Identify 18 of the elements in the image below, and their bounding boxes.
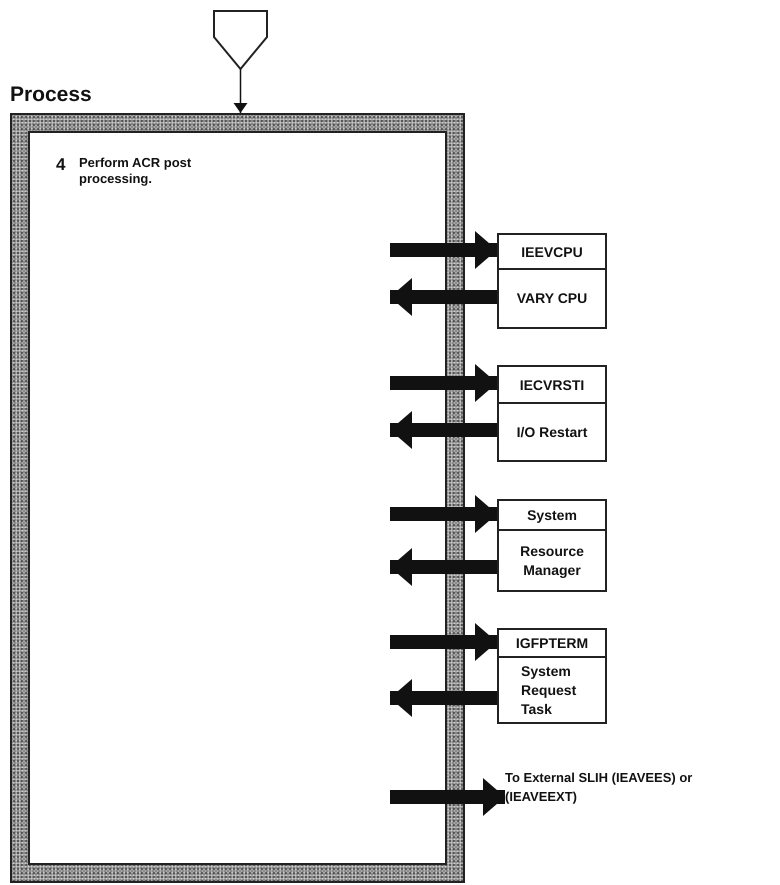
- thick-arrow: [390, 495, 497, 533]
- module-box: IGFPTERM System Request Task: [497, 628, 607, 724]
- thick-arrow: [390, 411, 497, 449]
- step-text: Perform ACR post processing.: [79, 155, 192, 187]
- destination-note: To External SLIH (IEAVEES) or (IEAVEEXT): [505, 768, 765, 806]
- thick-arrow: [390, 679, 497, 717]
- thick-arrow: [390, 231, 497, 269]
- arrow: [234, 69, 248, 113]
- thick-arrow: [390, 623, 497, 661]
- thick-arrow: [390, 778, 505, 816]
- step-number: 4: [56, 155, 66, 175]
- process-title: Process: [10, 83, 92, 107]
- thick-arrow: [390, 548, 497, 586]
- thick-arrow: [390, 364, 497, 402]
- module-box: IEEVCPU VARY CPU: [497, 233, 607, 329]
- module-box: IECVRSTI I/O Restart: [497, 365, 607, 462]
- module-box: System Resource Manager: [497, 499, 607, 592]
- thick-arrow: [390, 278, 497, 316]
